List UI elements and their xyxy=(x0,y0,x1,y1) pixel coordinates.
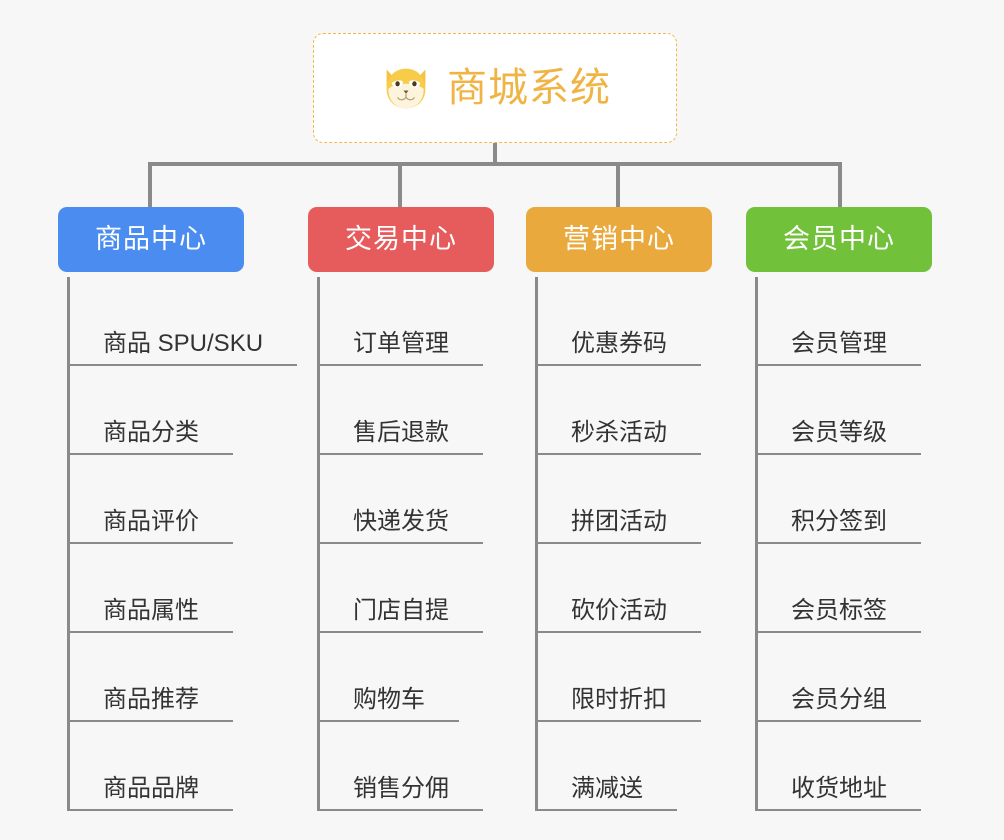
category-column-1: 商品中心 商品 SPU/SKU 商品分类 商品评价 商品属性 商品推荐 商品品牌 xyxy=(58,207,298,811)
leaf-item-label: 积分签到 xyxy=(791,508,887,536)
category-column-4: 会员中心 会员管理 会员等级 积分签到 会员标签 会员分组 收货地址 xyxy=(746,207,932,811)
category-header-1[interactable]: 商品中心 xyxy=(58,207,244,272)
category-header-label-1: 商品中心 xyxy=(95,224,207,254)
leaf-item-label: 会员等级 xyxy=(791,419,887,447)
leaf-item-label: 砍价活动 xyxy=(571,597,667,625)
leaf-item[interactable]: 秒杀活动 xyxy=(526,366,712,455)
leaf-item-label: 收货地址 xyxy=(791,775,887,803)
leaf-item[interactable]: 会员管理 xyxy=(746,277,932,366)
leaf-item-label: 销售分佣 xyxy=(353,775,449,803)
leaf-item[interactable]: 门店自提 xyxy=(308,544,494,633)
leaf-item-label: 订单管理 xyxy=(353,330,449,358)
category-header-4[interactable]: 会员中心 xyxy=(746,207,932,272)
category-header-label-3: 营销中心 xyxy=(563,224,675,254)
leaf-item[interactable]: 售后退款 xyxy=(308,366,494,455)
leaf-item-label: 商品属性 xyxy=(103,597,199,625)
leaf-item-label: 商品评价 xyxy=(103,508,199,536)
leaf-item[interactable]: 购物车 xyxy=(308,633,494,722)
leaf-item-label: 商品 SPU/SKU xyxy=(103,330,264,358)
leaf-list-4: 会员管理 会员等级 积分签到 会员标签 会员分组 收货地址 xyxy=(746,272,932,811)
leaf-item-label: 会员管理 xyxy=(791,330,887,358)
leaf-list-2: 订单管理 售后退款 快递发货 门店自提 购物车 销售分佣 xyxy=(308,272,494,811)
leaf-item-label: 门店自提 xyxy=(353,597,449,625)
leaf-spine-4 xyxy=(755,277,758,811)
leaf-item-label: 秒杀活动 xyxy=(571,419,667,447)
leaf-item[interactable]: 砍价活动 xyxy=(526,544,712,633)
leaf-item[interactable]: 优惠券码 xyxy=(526,277,712,366)
leaf-item-label: 限时折扣 xyxy=(571,686,667,714)
leaf-item[interactable]: 满减送 xyxy=(526,722,712,811)
connector-horizontal-bus xyxy=(148,162,842,166)
connector-root-stem xyxy=(493,143,497,165)
leaf-item-label: 商品品牌 xyxy=(103,775,199,803)
leaf-item[interactable]: 商品评价 xyxy=(58,455,244,544)
connector-drop-3 xyxy=(616,162,620,208)
leaf-item-label: 优惠券码 xyxy=(571,330,667,358)
category-header-3[interactable]: 营销中心 xyxy=(526,207,712,272)
leaf-item-label: 购物车 xyxy=(353,686,425,714)
leaf-item[interactable]: 商品推荐 xyxy=(58,633,244,722)
leaf-item[interactable]: 订单管理 xyxy=(308,277,494,366)
root-node[interactable]: 商城系统 xyxy=(313,33,677,143)
leaf-item[interactable]: 会员等级 xyxy=(746,366,932,455)
leaf-item[interactable]: 商品属性 xyxy=(58,544,244,633)
leaf-spine-1 xyxy=(67,277,70,811)
category-header-label-4: 会员中心 xyxy=(783,224,895,254)
leaf-item[interactable]: 商品 SPU/SKU xyxy=(58,277,298,366)
leaf-item[interactable]: 销售分佣 xyxy=(308,722,494,811)
leaf-item[interactable]: 商品品牌 xyxy=(58,722,244,811)
leaf-list-1: 商品 SPU/SKU 商品分类 商品评价 商品属性 商品推荐 商品品牌 xyxy=(58,272,298,811)
leaf-item-label: 会员标签 xyxy=(791,597,887,625)
leaf-item-label: 快递发货 xyxy=(353,508,449,536)
connector-drop-4 xyxy=(838,162,842,208)
shiba-dog-icon xyxy=(386,68,426,109)
leaf-item[interactable]: 商品分类 xyxy=(58,366,244,455)
category-header-2[interactable]: 交易中心 xyxy=(308,207,494,272)
leaf-item[interactable]: 收货地址 xyxy=(746,722,932,811)
category-column-2: 交易中心 订单管理 售后退款 快递发货 门店自提 购物车 销售分佣 xyxy=(308,207,494,811)
leaf-item[interactable]: 积分签到 xyxy=(746,455,932,544)
leaf-list-3: 优惠券码 秒杀活动 拼团活动 砍价活动 限时折扣 满减送 xyxy=(526,272,712,811)
leaf-item[interactable]: 快递发货 xyxy=(308,455,494,544)
connector-drop-2 xyxy=(398,162,402,208)
leaf-item-label: 商品推荐 xyxy=(103,686,199,714)
root-node-label: 商城系统 xyxy=(447,66,611,110)
leaf-spine-2 xyxy=(317,277,320,811)
leaf-item[interactable]: 会员分组 xyxy=(746,633,932,722)
leaf-spine-3 xyxy=(535,277,538,811)
leaf-item[interactable]: 拼团活动 xyxy=(526,455,712,544)
category-header-label-2: 交易中心 xyxy=(345,224,457,254)
leaf-item[interactable]: 限时折扣 xyxy=(526,633,712,722)
leaf-item[interactable]: 会员标签 xyxy=(746,544,932,633)
category-column-3: 营销中心 优惠券码 秒杀活动 拼团活动 砍价活动 限时折扣 满减送 xyxy=(526,207,712,811)
leaf-item-label: 拼团活动 xyxy=(571,508,667,536)
leaf-item-label: 售后退款 xyxy=(353,419,449,447)
connector-drop-1 xyxy=(148,162,152,208)
leaf-item-label: 满减送 xyxy=(571,775,643,803)
leaf-item-label: 会员分组 xyxy=(791,686,887,714)
leaf-item-label: 商品分类 xyxy=(103,419,199,447)
